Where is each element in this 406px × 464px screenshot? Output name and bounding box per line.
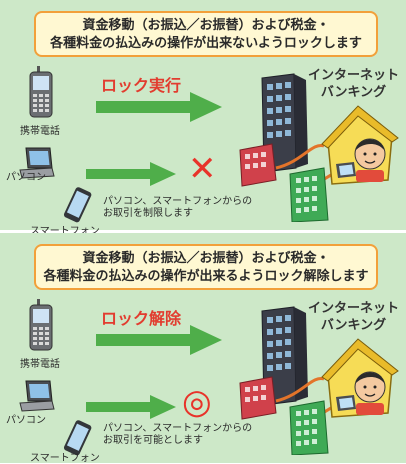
action-label: ロック実行 — [101, 76, 182, 95]
allowed-mark-icon: ◎ — [182, 382, 212, 422]
arrow-right-icon — [96, 92, 222, 122]
arrow-right-icon — [86, 162, 176, 186]
note-line-1: パソコン、スマートフォンからの — [103, 423, 253, 434]
banner-line-1: 資金移動（お振込／お振替）および税金・ — [82, 18, 330, 33]
lock-panel: 資金移動（お振込／お振替）および税金・ 各種料金の払込みの操作が出来ないようロッ… — [0, 0, 406, 237]
laptop-icon — [19, 380, 55, 412]
mobile-phone-icon — [29, 66, 53, 118]
banner-line-2: 各種料金の払込みの操作が出来るようロック解除します — [43, 269, 369, 284]
smartphone-icon — [63, 420, 92, 456]
mobile-label: 携帯電話 — [20, 126, 60, 137]
internet-banking-line-2: バンキング — [320, 318, 387, 333]
unlock-panel: 資金移動（お振込／お振替）および税金・ 各種料金の払込みの操作が出来るようロック… — [0, 233, 406, 464]
banner-line-1: 資金移動（お振込／お振替）および税金・ — [82, 251, 330, 266]
internet-banking-line-1: インターネット — [308, 68, 400, 83]
note-line-2: お取引を制限します — [103, 208, 193, 219]
internet-banking-line-1: インターネット — [308, 301, 400, 316]
office-building-icon — [239, 306, 399, 455]
office-building-icon — [239, 73, 399, 222]
arrow-right-icon — [86, 395, 176, 419]
arrow-right-icon — [96, 325, 222, 355]
smartphone-icon — [63, 187, 92, 223]
unlock-banner: 資金移動（お振込／お振替）および税金・ 各種料金の払込みの操作が出来るようロック… — [34, 244, 378, 290]
lock-banner: 資金移動（お振込／お振替）および税金・ 各種料金の払込みの操作が出来ないようロッ… — [34, 11, 378, 57]
internet-banking-line-2: バンキング — [320, 85, 387, 100]
internet-banking-label: インターネット バンキング — [308, 67, 399, 101]
mobile-phone-icon — [29, 299, 53, 351]
pc-label: パソコン — [6, 172, 46, 183]
action-label: ロック解除 — [101, 309, 182, 328]
laptop-icon — [19, 147, 55, 179]
note-line-2: お取引を可能とします — [103, 435, 203, 446]
note-line-1: パソコン、スマートフォンからの — [103, 196, 253, 207]
smartphone-label: スマートフォン — [30, 226, 100, 237]
banner-line-2: 各種料金の払込みの操作が出来ないようロックします — [50, 36, 362, 51]
smartphone-label: スマートフォン — [30, 453, 100, 464]
mobile-label: 携帯電話 — [20, 359, 60, 370]
pc-label: パソコン — [6, 415, 46, 426]
internet-banking-label: インターネット バンキング — [308, 300, 399, 334]
blocked-mark-icon: ✕ — [188, 149, 217, 189]
